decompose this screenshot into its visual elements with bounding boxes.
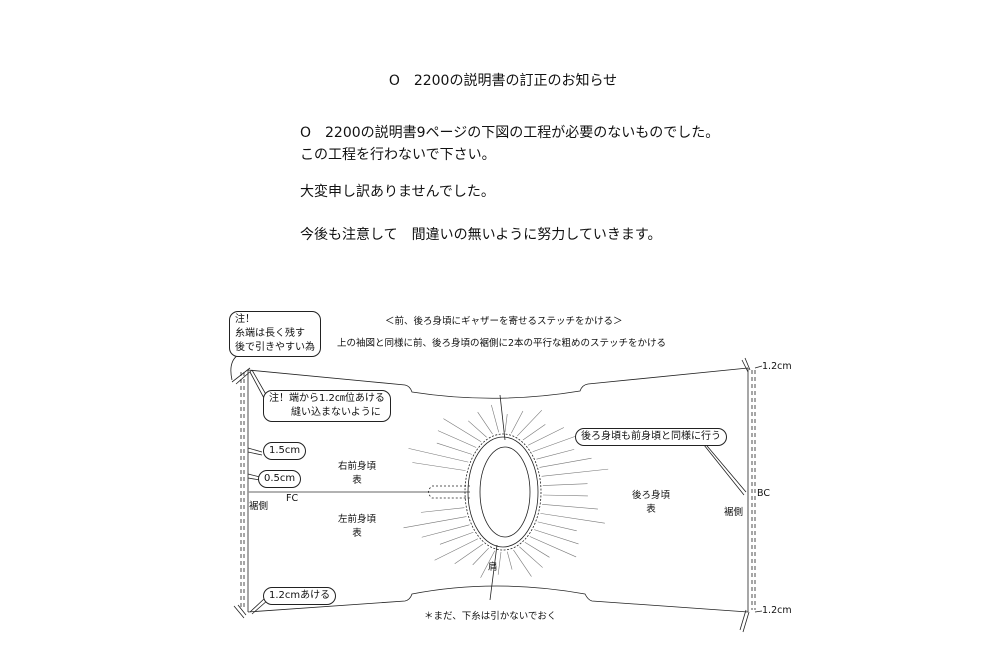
gather-line: [534, 529, 579, 545]
note-line: 注！: [235, 314, 255, 325]
gather-lines: [403, 404, 609, 578]
gather-line: [522, 424, 546, 441]
gather-line: [436, 442, 472, 455]
back-label: 後ろ身頃表: [631, 490, 670, 515]
bottom-edge: [247, 585, 749, 613]
footnote: ＊まだ、下糸は引かないでおく: [424, 611, 557, 622]
gather-line: [539, 457, 592, 468]
body-line-1: O 2200の説明書9ページの下図の工程が必要のないものでした。: [300, 125, 720, 141]
body-line-3: 大変申し訳ありませんでした。: [300, 184, 495, 200]
top-edge: [247, 367, 749, 399]
gather-line: [541, 468, 609, 477]
note-back: 後ろ身頃も前身頃と同様に行う: [575, 428, 727, 446]
gather-line: [504, 414, 508, 433]
gather-line: [537, 521, 577, 532]
gather-line: [510, 410, 524, 434]
note-thread-ends: 注！ 糸端は長く残す 後で引きやすい為: [229, 311, 321, 357]
gather-line: [542, 494, 588, 497]
hem-side-left: 裾側: [249, 501, 269, 512]
fc-label: FC: [286, 493, 299, 504]
gather-line: [517, 409, 543, 437]
gather-line: [519, 546, 543, 568]
gather-line: [403, 516, 467, 529]
gather-line: [497, 551, 502, 575]
page-title: O 2200の説明書の訂正のお知らせ: [388, 73, 618, 89]
gather-line: [443, 418, 482, 443]
gather-line: [439, 531, 474, 545]
gather-line: [421, 524, 470, 538]
right-front-label: 右前身頃表: [337, 461, 376, 486]
body-line-2: この工程を行わないで下さい。: [300, 147, 496, 163]
diagram-heading: ＜前、後ろ身頃にギャザーを寄せるステッチをかける＞: [385, 316, 623, 327]
gather-line: [420, 507, 465, 513]
gather-line: [540, 513, 605, 524]
body-line-4: 今後も注意して 間違いの無いように努力していきます。: [300, 227, 662, 243]
gather-line: [542, 504, 598, 510]
gather-line: [437, 430, 477, 448]
hem-side-right: 裾側: [724, 507, 744, 518]
dim-1-2cm-top: 1.2cm: [762, 361, 792, 372]
gather-line: [412, 462, 466, 471]
note-margin: 注！端から1.2㎝位あける 縫い込まないように: [263, 390, 391, 422]
gather-line: [477, 411, 493, 435]
gather-line: [542, 483, 588, 486]
gather-line: [506, 551, 513, 570]
dim-0-5cm: 0.5cm: [258, 470, 302, 488]
note-line: 注！端から1.2㎝位あける: [269, 393, 385, 404]
dim-1-2cm-bottom: 1.2cm: [762, 605, 792, 616]
left-front-label: 左前身頃表: [337, 514, 376, 539]
gather-line: [468, 420, 487, 438]
note-line: 後で引きやすい為: [235, 342, 315, 353]
dim-1-2cm-open: 1.2cmあける: [263, 587, 337, 605]
note-line: 糸端は長く残す: [235, 328, 305, 339]
gather-line: [513, 549, 532, 577]
gather-line: [491, 404, 500, 433]
note-line: 縫い込まないように: [291, 407, 381, 418]
gather-line: [434, 538, 479, 561]
bc-label: BC: [757, 488, 770, 499]
dim-1-5cm: 1.5cm: [263, 442, 307, 460]
diagram-subheading: 上の袖図と同様に前、後ろ身頃の裾側に2本の平行な粗めのステッチをかける: [337, 338, 667, 349]
gather-line: [472, 547, 489, 566]
gather-line: [408, 448, 469, 463]
gather-line: [524, 541, 550, 558]
shoulder-label: 肩: [488, 562, 498, 573]
gather-line: [480, 550, 496, 578]
gather-line: [454, 543, 484, 565]
gather-line: [527, 427, 564, 446]
gather-line: [536, 449, 575, 460]
gather-line: [529, 536, 577, 558]
